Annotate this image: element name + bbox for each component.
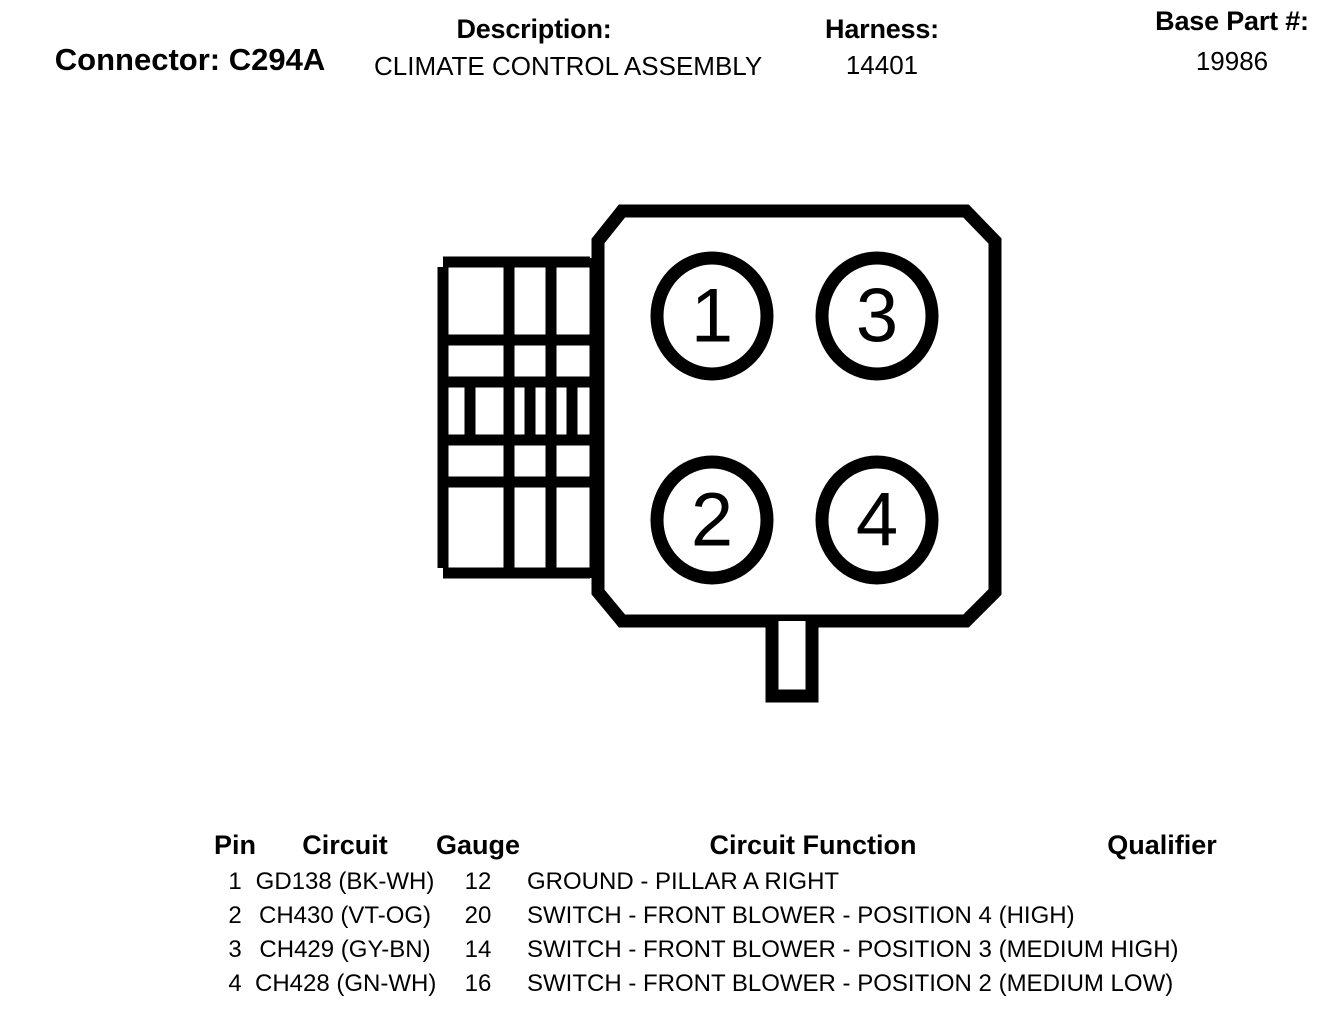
table-row: 3 CH429 (GY-BN) 14 SWITCH - FRONT BLOWER… [0,936,1344,970]
pin-table: Pin Circuit Gauge Circuit Function Quali… [0,830,1344,1004]
connector-illustration: 1 2 3 4 [437,204,1002,703]
cell-circuit: CH428 (GN-WH) [255,970,437,997]
pin-cavity-1-label: 1 [691,274,733,359]
cell-circuit-function: SWITCH - FRONT BLOWER - POSITION 4 (HIGH… [527,902,1075,929]
pin-cavity-3: 3 [815,251,939,381]
cell-pin: 4 [228,970,242,997]
connector-title: Connector: C294A [54,42,326,77]
column-header-qualifier: Qualifier [1107,830,1217,860]
table-row: 2 CH430 (VT-OG) 20 SWITCH - FRONT BLOWER… [0,902,1344,936]
harness-label: Harness: [825,14,939,44]
cell-circuit-function: SWITCH - FRONT BLOWER - POSITION 3 (MEDI… [527,936,1179,963]
pin-table-header-row: Pin Circuit Gauge Circuit Function Quali… [0,830,1344,868]
connector-pin-cavities: 1 2 3 4 [650,251,939,585]
cell-gauge: 14 [464,936,492,963]
cell-pin: 1 [228,868,242,895]
cell-circuit: CH429 (GY-BN) [259,936,431,963]
cell-circuit: CH430 (VT-OG) [258,902,432,929]
description-label: Description: [456,14,612,44]
cell-gauge: 20 [464,902,492,929]
column-header-circuit-function: Circuit Function [709,830,917,860]
table-row: 4 CH428 (GN-WH) 16 SWITCH - FRONT BLOWER… [0,970,1344,1004]
base-part-label: Base Part #: [1155,6,1309,36]
pin-cavity-4-label: 4 [856,478,898,563]
cell-circuit-function: GROUND - PILLAR A RIGHT [527,868,840,895]
cell-pin: 2 [228,902,242,929]
cell-gauge: 16 [464,970,492,997]
pin-cavity-1: 1 [650,251,774,381]
cell-circuit: GD138 (BK-WH) [255,868,435,895]
cell-pin: 3 [228,936,242,963]
column-header-gauge: Gauge [435,830,521,860]
base-part-value: 19986 [1195,46,1269,76]
column-header-circuit: Circuit [302,830,388,860]
connector-bottom-tab [765,621,819,703]
connector-side-view [437,256,601,579]
pin-cavity-2: 2 [650,455,774,585]
cell-circuit-function: SWITCH - FRONT BLOWER - POSITION 2 (MEDI… [527,970,1174,997]
cell-gauge: 12 [464,868,492,895]
table-row: 1 GD138 (BK-WH) 12 GROUND - PILLAR A RIG… [0,868,1344,902]
column-header-pin: Pin [213,830,256,860]
pin-cavity-2-label: 2 [691,478,733,563]
connector-body [591,204,1002,628]
pin-cavity-3-label: 3 [856,274,898,359]
harness-value: 14401 [845,50,919,80]
pin-cavity-4: 4 [815,455,939,585]
